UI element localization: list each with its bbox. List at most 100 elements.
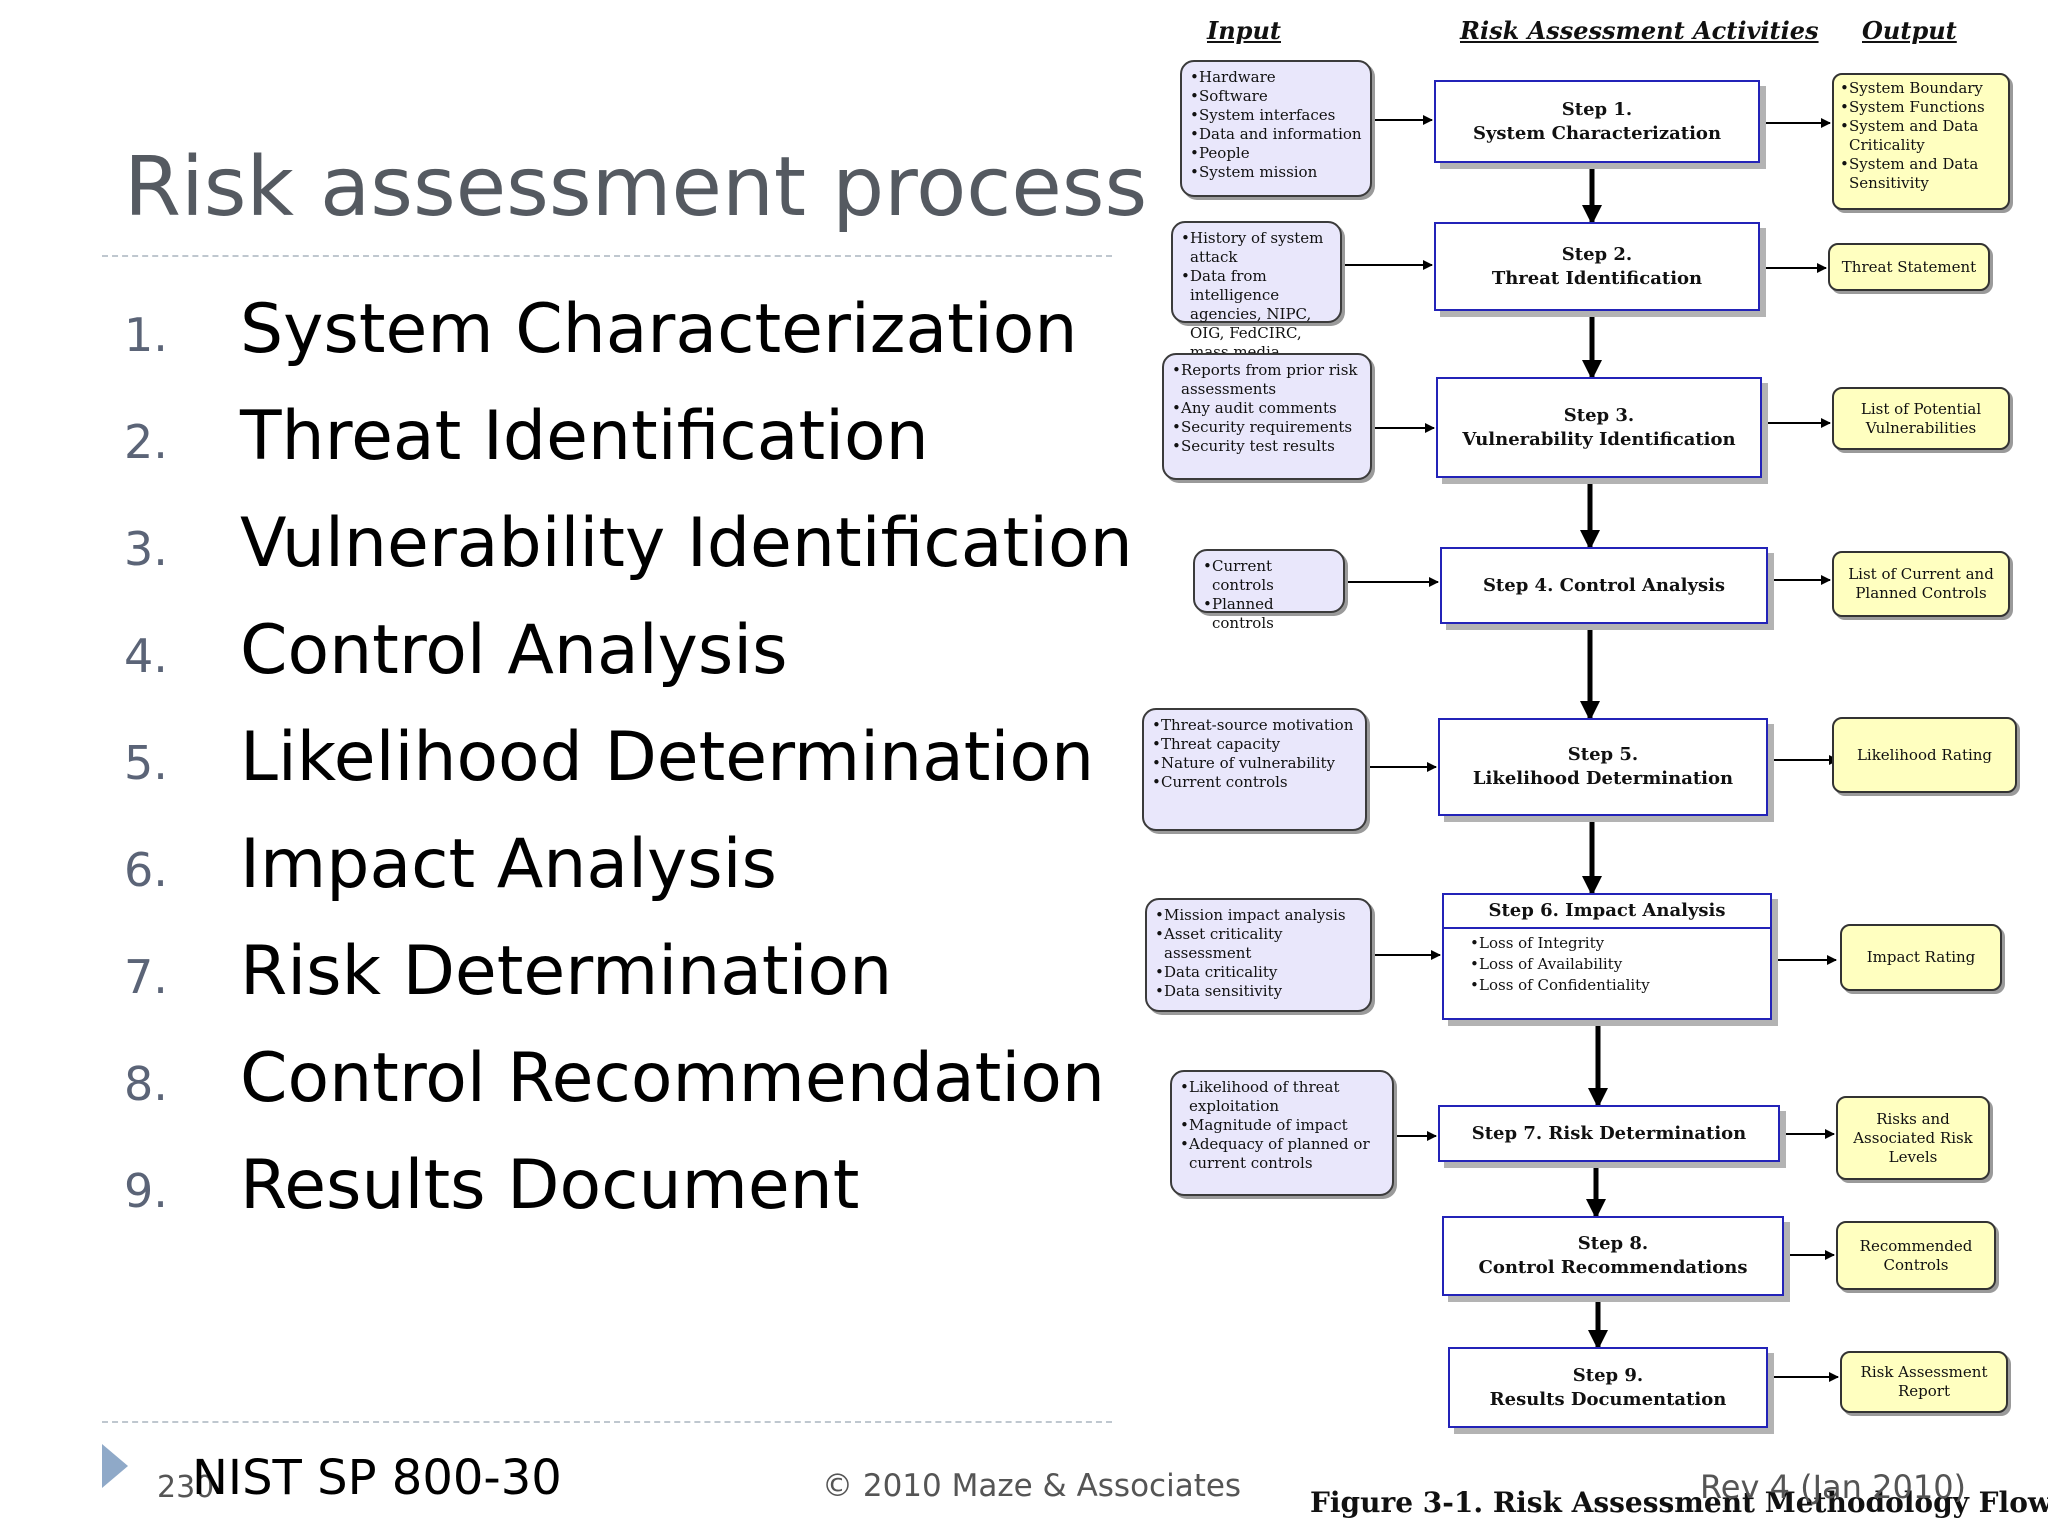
list-label: Likelihood Determination [240,718,1095,797]
page-number: 230 [157,1470,215,1505]
output-item: System and Data Sensitivity [1840,155,2002,193]
flow-step-1: Step 1. System Characterization [1434,80,1760,163]
step-heading: Step 3. [1563,404,1635,426]
input-item: Current controls [1152,773,1357,792]
output-text: Likelihood Rating [1856,745,1993,764]
column-header-output: Output [1862,16,1957,45]
input-item: Mission impact analysis [1155,906,1362,925]
input-item: Asset criticality assessment [1155,925,1362,963]
output-box-step-9: Risk Assessment Report [1840,1351,2008,1413]
list-label: Threat Identification [240,397,929,476]
list-label: Control Analysis [240,611,788,690]
input-item: Adequacy of planned or current controls [1180,1135,1384,1173]
step-heading: Step 9. [1572,1364,1644,1386]
input-box-step-7: Likelihood of threat exploitation Magnit… [1170,1070,1394,1196]
output-box-step-7: Risks and Associated Risk Levels [1836,1096,1990,1180]
column-header-activities: Risk Assessment Activities [1460,16,1819,45]
flow-step-6: Step 6. Impact Analysis Loss of Integrit… [1442,893,1772,1020]
step-heading: Step 6. Impact Analysis [1444,895,1770,929]
input-item: People [1190,144,1362,163]
input-item: Likelihood of threat exploitation [1180,1078,1384,1116]
step-heading: Step 2. [1561,243,1633,265]
input-item: Current controls [1203,557,1335,595]
column-header-input: Input [1207,16,1281,45]
output-box-step-6: Impact Rating [1840,924,2002,991]
list-number: 6. [124,843,168,897]
step-name: Control Recommendations [1478,1257,1748,1278]
step-item: Loss of Integrity [1470,933,1770,954]
input-item: Software [1190,87,1362,106]
output-text: List of Potential Vulnerabilities [1860,399,1982,437]
output-item: System Boundary [1840,79,2002,98]
list-number: 5. [124,736,168,790]
input-box-step-5: Threat-source motivation Threat capacity… [1142,708,1367,831]
flow-step-2: Step 2. Threat Identification [1434,222,1760,311]
step-name: Likelihood Determination [1472,768,1734,789]
figure-caption: Figure 3-1. Risk Assessment Methodology … [1310,1486,2048,1519]
flow-step-5: Step 5. Likelihood Determination [1438,718,1768,816]
copyright: © 2010 Maze & Associates [822,1468,1242,1504]
footer-divider [102,1421,1112,1423]
list-label: Risk Determination [240,932,893,1011]
step-heading: Step 1. [1561,98,1633,120]
list-label: Control Recommendation [240,1039,1105,1118]
input-box-step-1: Hardware Software System interfaces Data… [1180,60,1372,197]
input-item: History of system attack [1181,229,1332,267]
step-heading: Step 7. Risk Determination [1471,1122,1747,1144]
output-text: Impact Rating [1866,948,1976,966]
flow-step-9: Step 9. Results Documentation [1448,1347,1768,1428]
play-arrow-icon [102,1444,128,1488]
list-label: Results Document [240,1146,860,1225]
input-item: Data and information [1190,125,1362,144]
list-number: 1. [124,308,168,362]
flow-step-3: Step 3. Vulnerability Identification [1436,377,1762,478]
output-box-step-3: List of Potential Vulnerabilities [1832,387,2010,450]
input-item: Data criticality [1155,963,1362,982]
slide-title: Risk assessment process [124,140,1148,235]
output-text: Risks and Associated Risk Levels [1853,1109,1973,1166]
flow-step-7: Step 7. Risk Determination [1438,1105,1780,1162]
list-number: 3. [124,522,168,576]
list-label: System Characterization [240,290,1078,369]
output-text: Risk Assessment Report [1860,1363,1988,1400]
input-item: Reports from prior risk assessments [1172,361,1362,399]
input-item: Planned controls [1203,595,1335,633]
input-box-step-3: Reports from prior risk assessments Any … [1162,353,1372,480]
list-number: 4. [124,629,168,683]
step-name: System Characterization [1472,122,1722,144]
input-item: Hardware [1190,68,1362,87]
input-item: Threat capacity [1152,735,1357,754]
step-heading: Step 4. Control Analysis [1482,574,1726,596]
input-box-step-2: History of system attack Data from intel… [1171,221,1342,361]
output-box-step-4: List of Current and Planned Controls [1832,551,2010,617]
step-item: Loss of Confidentiality [1470,975,1770,996]
list-number: 7. [124,950,168,1004]
input-item: Security test results [1172,437,1362,456]
output-text: Recommended Controls [1859,1236,1973,1274]
list-number: 8. [124,1057,168,1111]
output-box-step-5: Likelihood Rating [1832,717,2017,793]
output-text: List of Current and Planned Controls [1848,565,1994,602]
output-text: Threat Statement [1841,257,1977,276]
output-item: System Functions [1840,98,2002,117]
input-box-step-4: Current controls Planned controls [1193,549,1345,632]
input-item: Data sensitivity [1155,982,1362,1001]
source-label: NIST SP 800-30 [192,1450,562,1506]
output-box-step-1: System Boundary System Functions System … [1832,73,2010,210]
input-item: Threat-source motivation [1152,716,1357,735]
output-box-step-8: Recommended Controls [1836,1221,1996,1290]
flow-step-4: Step 4. Control Analysis [1440,547,1768,624]
step-heading: Step 8. [1577,1233,1649,1254]
list-label: Impact Analysis [240,825,777,904]
step-name: Results Documentation [1489,1388,1727,1410]
step-name: Vulnerability Identification [1462,428,1736,450]
input-item: System mission [1190,163,1362,182]
input-item: Data from intelligence agencies, NIPC, O… [1181,267,1332,362]
input-item: Magnitude of impact [1180,1116,1384,1135]
input-item: Security requirements [1172,418,1362,437]
step-heading: Step 5. [1567,744,1639,765]
list-number: 9. [124,1164,168,1218]
title-divider [102,255,1112,257]
output-item: System and Data Criticality [1840,117,2002,155]
